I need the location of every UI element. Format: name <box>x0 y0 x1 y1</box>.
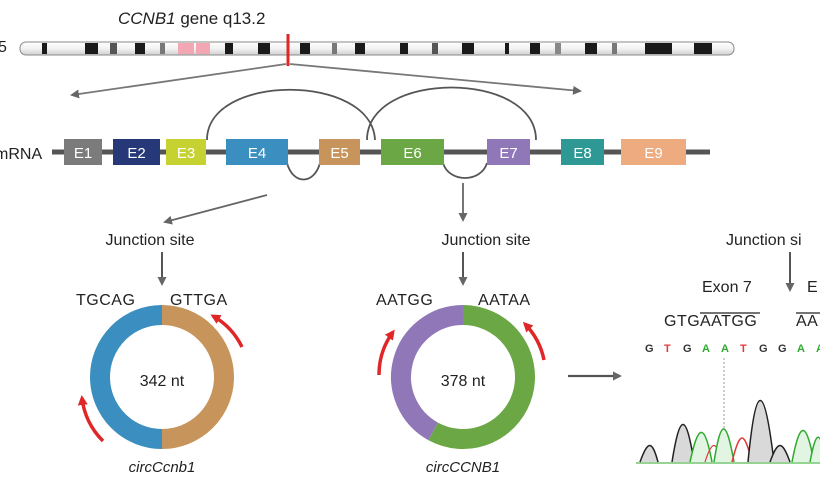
left-circ-name: circCcnb1 <box>129 459 196 476</box>
right-circrna: Junction site AATGG AATAA 378 nt circCCN… <box>376 232 546 476</box>
base-call: G <box>778 343 787 355</box>
sanger-exon-right-label: E <box>807 279 818 296</box>
left-circ-ring <box>90 305 234 449</box>
right-junction-seq-right: AATAA <box>478 292 531 309</box>
mrna-track: mRNA E1 E2 E3 E4 E5 E6 E7 E8 E9 <box>0 86 710 181</box>
sanger-exon-left-label: Exon 7 <box>702 279 752 296</box>
left-junction-seq-right: GTTGA <box>170 292 228 309</box>
exon-e1: E1 <box>64 139 102 165</box>
exon-e8-label: E8 <box>573 145 591 162</box>
exon-e6-label: E6 <box>403 145 421 162</box>
exon-e5: E5 <box>319 139 360 165</box>
exon-e4-label: E4 <box>248 145 266 162</box>
left-circrna: Junction site TGCAG GTTGA 342 nt circCcn… <box>76 232 244 476</box>
ring-segment-e6 <box>428 305 535 449</box>
exon-e9-label: E9 <box>644 145 662 162</box>
splice-loop-e6-e7 <box>442 162 488 179</box>
exon-e5-label: E5 <box>330 145 348 162</box>
left-junction-seq-left: TGCAG <box>76 292 135 309</box>
right-primer-arrow-top <box>522 321 546 361</box>
exon-e9: E9 <box>621 139 686 165</box>
right-circ-length: 378 nt <box>441 373 486 390</box>
left-junction-label: Junction site <box>106 232 195 249</box>
chromosome-bands <box>42 43 712 54</box>
exon-boxes: E1 E2 E3 E4 E5 E6 E7 E8 E9 <box>64 139 686 165</box>
exon-e8: E8 <box>561 139 604 165</box>
ring-segment-e4 <box>90 305 163 449</box>
backsplice-arc-e7-e6 <box>366 86 537 141</box>
exon-e3-label: E3 <box>177 145 195 162</box>
sanger-seq-prefix: GTG <box>664 313 700 330</box>
zoom-arrow-right <box>289 63 582 95</box>
splice-loop-e4-e5 <box>286 162 321 181</box>
base-call: T <box>664 343 671 355</box>
exon-e7: E7 <box>487 139 530 165</box>
base-call: A <box>816 343 820 355</box>
ring-segment-e5 <box>161 305 234 449</box>
base-call: T <box>740 343 747 355</box>
right-junction-seq-left: AATGG <box>376 292 433 309</box>
gene-locus-label: CCNB1 gene q13.2 <box>118 9 265 28</box>
exon-e7-label: E7 <box>499 145 517 162</box>
base-call: A <box>702 343 710 355</box>
left-primer-arrow-bottom <box>77 395 105 443</box>
zoom-arrow-left <box>70 63 287 99</box>
left-primer-arrow-top <box>210 314 244 348</box>
left-circ-length: 342 nt <box>140 373 185 390</box>
right-junction-label: Junction site <box>442 232 531 249</box>
base-call: G <box>683 343 692 355</box>
right-circ-ring <box>391 305 535 449</box>
backsplice-arc-e5-e4 <box>206 88 376 141</box>
right-primer-arrow-left <box>377 329 395 376</box>
mrna-label: mRNA <box>0 146 42 163</box>
sanger-seq-left: AATGG <box>700 313 757 330</box>
right-circ-name: circCCNB1 <box>426 459 500 476</box>
base-call: G <box>759 343 768 355</box>
exon-e3: E3 <box>166 139 206 165</box>
sanger-seq-right: AA <box>796 313 818 330</box>
ring-segment-e7 <box>391 305 464 441</box>
sanger-junction-label: Junction si <box>726 232 802 249</box>
exon-e2: E2 <box>113 139 160 165</box>
chromosome-body <box>19 41 735 56</box>
exon-e4: E4 <box>226 139 288 165</box>
arrow-to-left-junction <box>163 194 268 225</box>
exon-e6: E6 <box>381 139 444 165</box>
base-call: A <box>797 343 805 355</box>
base-call: G <box>645 343 654 355</box>
base-call: A <box>721 343 729 355</box>
sanger-chromatogram <box>636 399 820 464</box>
chromosome-ideogram: 5 CCNB1 gene q13.2 <box>0 9 735 99</box>
exon-e2-label: E2 <box>127 145 145 162</box>
exon-e1-label: E1 <box>74 145 92 162</box>
chromosome-number-label: 5 <box>0 39 7 56</box>
